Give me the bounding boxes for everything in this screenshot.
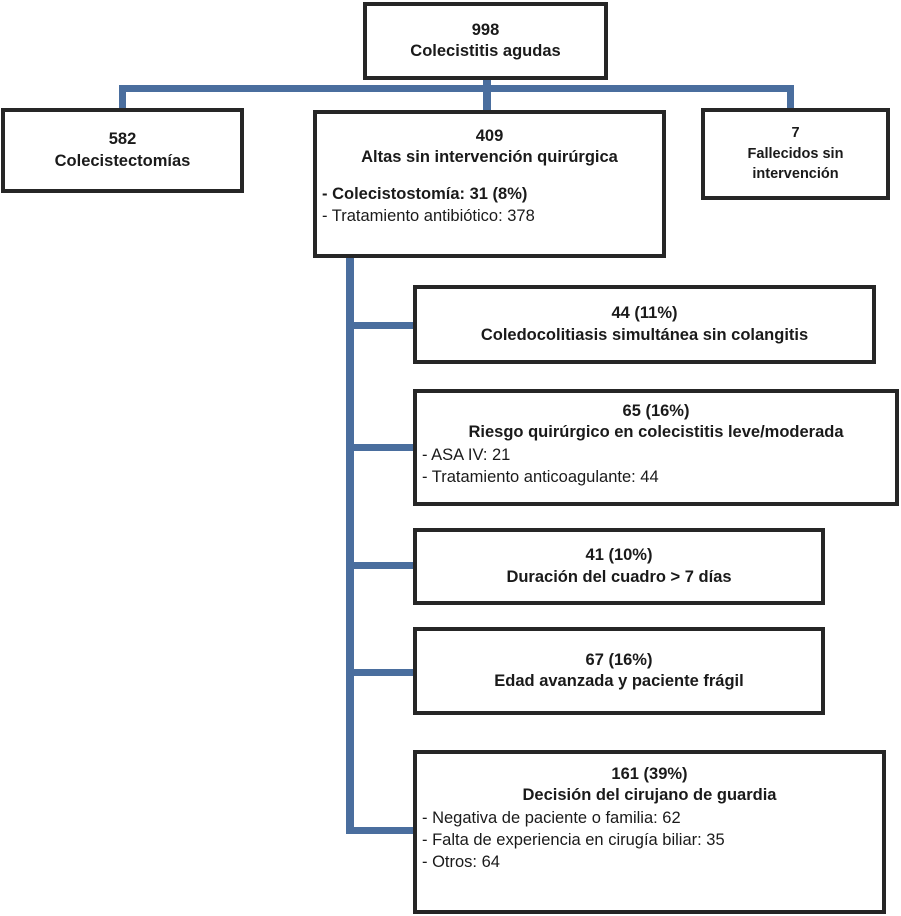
node-reason-4-count: 161 (39%) xyxy=(611,765,688,783)
node-reason-advanced-age[interactable]: 67 (16%) Edad avanzada y paciente frágil xyxy=(413,627,825,715)
node-deaths-label-line1: Fallecidos sin xyxy=(747,145,844,162)
connector-reasons-spine xyxy=(346,256,354,834)
node-deaths-without-intervention[interactable]: 7 Fallecidos sin intervención xyxy=(701,108,890,200)
node-cholecystectomies[interactable]: 582 Colecistectomías xyxy=(1,108,244,193)
connector-root-stem xyxy=(483,78,491,110)
connector-to-cholecystectomies xyxy=(119,85,126,109)
node-deaths-label-line2: intervención xyxy=(752,166,839,183)
node-reason-surgeon-decision[interactable]: 161 (39%) Decisión del cirujano de guard… xyxy=(413,750,886,914)
node-reason-surgical-risk[interactable]: 65 (16%) Riesgo quirúrgico en colecistit… xyxy=(413,389,899,506)
connector-level2-bus xyxy=(119,85,794,92)
node-acute-cholecystitis[interactable]: 998 Colecistitis agudas xyxy=(363,2,608,80)
connector-branch-3 xyxy=(346,562,415,569)
node-root-label: Colecistitis agudas xyxy=(410,42,561,60)
node-cholecystectomies-count: 582 xyxy=(108,130,137,149)
node-cholecystectomies-label: Colecistectomías xyxy=(54,151,191,170)
node-reason-1-count: 65 (16%) xyxy=(622,402,690,420)
node-discharged-no-surgery[interactable]: 409 Altas sin intervención quirúrgica - … xyxy=(313,110,666,258)
node-reason-4-detail-1: - Falta de experiencia en cirugía biliar… xyxy=(422,830,725,849)
node-reason-4-detail-2: - Otros: 64 xyxy=(422,853,500,872)
node-discharged-detail-1: - Tratamiento antibiótico: 378 xyxy=(322,206,535,225)
node-reason-1-detail-0: - ASA IV: 21 xyxy=(422,445,511,464)
spacer xyxy=(317,169,662,183)
connector-branch-1 xyxy=(346,322,415,329)
node-reason-symptom-duration[interactable]: 41 (10%) Duración del cuadro > 7 días xyxy=(413,528,825,605)
node-reason-3-count: 67 (16%) xyxy=(585,650,653,669)
node-reason-1-label: Riesgo quirúrgico en colecistitis leve/m… xyxy=(468,423,844,442)
node-reason-0-label: Coledocolitiasis simultánea sin colangit… xyxy=(480,325,809,344)
node-discharged-detail-0: - Colecistostomía: 31 (8%) xyxy=(322,184,528,203)
node-reason-1-detail-1: - Tratamiento anticoagulante: 44 xyxy=(422,467,659,486)
node-reason-4-detail-0: - Negativa de paciente o familia: 62 xyxy=(422,808,681,827)
node-discharged-count: 409 xyxy=(475,127,504,145)
node-reason-0-count: 44 (11%) xyxy=(611,304,678,323)
node-reason-2-count: 41 (10%) xyxy=(585,546,653,565)
node-discharged-label: Altas sin intervención quirúrgica xyxy=(361,148,618,167)
node-deaths-count: 7 xyxy=(791,125,800,142)
connector-branch-5 xyxy=(346,827,415,834)
connector-branch-2 xyxy=(346,444,415,451)
node-reason-3-label: Edad avanzada y paciente frágil xyxy=(494,672,744,690)
connector-branch-4 xyxy=(346,669,415,676)
connector-to-deaths xyxy=(787,85,794,109)
node-reason-2-label: Duración del cuadro > 7 días xyxy=(506,567,732,586)
node-reason-4-label: Decisión del cirujano de guardia xyxy=(522,786,777,805)
node-root-count: 998 xyxy=(471,20,500,39)
node-reason-coledocolitiasis[interactable]: 44 (11%) Coledocolitiasis simultánea sin… xyxy=(413,285,876,364)
